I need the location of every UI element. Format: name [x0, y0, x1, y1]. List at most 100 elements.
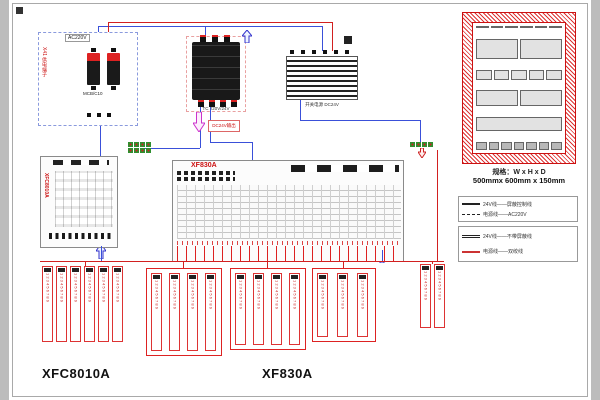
terminal-strip: 1 2 3 4 5 6 7 8 9 — [42, 266, 53, 342]
line-sample — [462, 203, 480, 205]
board-connector-row — [291, 165, 399, 172]
legend-row: 24V线——不带屏蔽线 — [462, 233, 574, 240]
terminal-strip: 1 2 3 4 5 6 7 8 9 — [112, 266, 123, 342]
left-gray-edge — [0, 0, 9, 400]
dc-output-tag: DC24V输出 — [208, 120, 240, 132]
terminal-strip: 1 2 3 4 5 6 7 8 9 — [420, 264, 431, 328]
wire — [267, 261, 268, 268]
wire — [108, 22, 109, 33]
wire — [437, 150, 438, 261]
ac-input-label: AC220V — [65, 34, 90, 42]
circuit-breaker — [87, 48, 100, 90]
panel-model-label-left: XFC8010A — [42, 366, 111, 381]
wire — [432, 261, 433, 264]
component-grid — [55, 171, 113, 227]
terminal-strip: 1 2 3 4 5 6 7 8 9 — [289, 273, 300, 345]
terminal-strip-label: 1 2 3 4 5 6 7 8 9 — [437, 271, 443, 300]
terminal-strip: 1 2 3 4 5 6 7 8 9 — [205, 273, 216, 351]
wire — [183, 261, 184, 268]
wire — [98, 26, 99, 33]
legend-label: 24V线——不带屏蔽线 — [483, 234, 532, 240]
cabinet-module-row — [476, 117, 562, 132]
legend-row: 电源线——AC220V — [462, 211, 574, 218]
wire — [101, 246, 102, 261]
supply-terminal-label: X41 供电端子 — [41, 47, 47, 78]
terminal-strip: 1 2 3 4 5 6 7 8 9 — [151, 273, 162, 351]
cabinet-module-row — [476, 38, 562, 59]
wire — [322, 26, 323, 51]
terminal-block-green — [128, 142, 153, 153]
terminal-group: 1 2 3 4 5 6 7 8 9 1 2 3 4 5 6 7 8 9 1 2 … — [312, 268, 376, 342]
terminal-strip-label: 1 2 3 4 5 6 7 8 9 — [360, 280, 366, 309]
terminal-strip-label: 1 2 3 4 5 6 7 8 9 — [45, 273, 51, 302]
wire — [40, 261, 444, 262]
power-input-block: AC220V X41 供电端子 MCB/C10 — [38, 32, 138, 126]
cabinet-spec-title: 规格：W x H x D — [492, 169, 546, 176]
terminal-strip-label: 1 2 3 4 5 6 7 8 9 — [154, 280, 160, 309]
terminal-strip-label: 1 2 3 4 5 6 7 8 9 — [87, 273, 93, 302]
terminal-strip: 1 2 3 4 5 6 7 8 9 — [357, 273, 368, 337]
line-sample — [462, 250, 480, 253]
switching-power-supply — [286, 56, 358, 100]
breaker-label: MCB/C10 — [83, 91, 103, 96]
psu-label: 开关电源 DC24V — [305, 102, 339, 107]
wire — [420, 120, 421, 142]
legend-label: 电源线——双绞线 — [483, 249, 524, 255]
terminal-number-row — [177, 241, 401, 245]
panel-model-label-center: XF830A — [262, 366, 313, 381]
red-wire-drops — [177, 246, 401, 261]
terminal-strip-label: 1 2 3 4 5 6 7 8 9 — [190, 280, 196, 309]
cabinet-spec-dimensions: 500mmx 600mm x 150mm — [472, 176, 566, 185]
cabinet-layout-drawing — [462, 12, 576, 164]
wire — [252, 142, 253, 160]
right-gray-edge — [591, 0, 600, 400]
board-connector-row — [53, 160, 109, 165]
terminal-strip: 1 2 3 4 5 6 7 8 9 — [98, 266, 109, 342]
wire — [108, 22, 332, 23]
terminal-strip-label: 1 2 3 4 5 6 7 8 9 — [59, 273, 65, 302]
board-connector-row — [177, 171, 235, 175]
terminal-strip-label: 1 2 3 4 5 6 7 8 9 — [73, 273, 79, 302]
cabinet-interior — [472, 22, 566, 154]
terminal-strip-label: 1 2 3 4 5 6 7 8 9 — [208, 280, 214, 309]
terminal-group: 1 2 3 4 5 6 7 8 9 1 2 3 4 5 6 7 8 9 1 2 … — [146, 268, 222, 356]
board-terminal-row — [49, 233, 111, 239]
terminal-strip: 1 2 3 4 5 6 7 8 9 — [70, 266, 81, 342]
terminal-strip-label: 1 2 3 4 5 6 7 8 9 — [292, 280, 298, 309]
terminal-strip-label: 1 2 3 4 5 6 7 8 9 — [115, 273, 121, 302]
terminal-strip: 1 2 3 4 5 6 7 8 9 — [187, 273, 198, 351]
terminal-strip-label: 1 2 3 4 5 6 7 8 9 — [320, 280, 326, 309]
drawing-frame — [12, 3, 588, 397]
controller-board-xfc8010a: XFC8010A — [40, 156, 118, 248]
transformer-label: TC 220V/24V — [202, 106, 230, 111]
terminal-strip-label: 1 2 3 4 5 6 7 8 9 — [340, 280, 346, 309]
wire — [210, 142, 252, 143]
legend-label: 电源线——AC220V — [483, 211, 527, 218]
terminal-group: 1 2 3 4 5 6 7 8 9 1 2 3 4 5 6 7 8 9 1 2 … — [230, 268, 306, 350]
wire — [332, 22, 333, 51]
wire — [100, 126, 101, 156]
arrow-down-icon — [193, 112, 205, 132]
board-name-label: XF830A — [191, 162, 217, 169]
fuse-component — [344, 36, 352, 44]
terminal-strip-label: 1 2 3 4 5 6 7 8 9 — [172, 280, 178, 309]
arrow-down-icon — [418, 148, 426, 158]
wire — [141, 148, 200, 149]
wire — [382, 250, 383, 261]
circuit-breaker — [107, 48, 120, 90]
line-sample — [462, 235, 480, 238]
corner-mark — [16, 7, 23, 14]
controller-board-xf830a: XF830A — [172, 160, 404, 262]
line-sample — [462, 213, 480, 215]
wire — [98, 26, 322, 27]
terminal-strip: 1 2 3 4 5 6 7 8 9 — [56, 266, 67, 342]
wire — [85, 261, 86, 266]
board-name-label: XFC8010A — [43, 173, 49, 198]
legend-row: 电源线——双绞线 — [462, 248, 574, 255]
transformer — [192, 35, 240, 107]
wire — [300, 100, 301, 120]
terminal-strip: 1 2 3 4 5 6 7 8 9 — [235, 273, 246, 345]
terminal-strip: 1 2 3 4 5 6 7 8 9 — [337, 273, 348, 337]
legend-row: 24V线——屏蔽控制线 — [462, 201, 574, 208]
